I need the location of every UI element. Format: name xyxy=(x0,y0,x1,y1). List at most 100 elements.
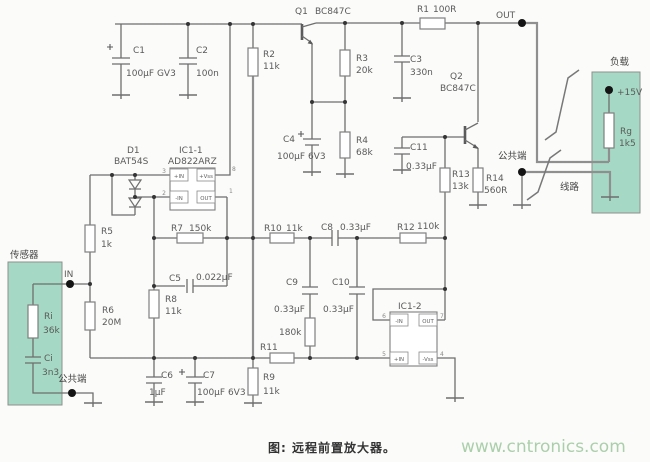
r8-ref: R8 xyxy=(165,295,177,305)
c7-value: 100μF 6V3 xyxy=(197,388,246,398)
ic1-2-pin-vss: -Vss xyxy=(423,357,434,363)
ic1-2-pin-plus-in: +IN xyxy=(394,357,404,363)
resistor-180k xyxy=(304,317,316,347)
ic1-1-pin-minus-in: -IN xyxy=(175,196,183,202)
ic1-1-pin8-number: 8 xyxy=(232,166,236,173)
resistor-r11 xyxy=(269,352,295,364)
terminals xyxy=(66,19,613,397)
transistor-q1 xyxy=(300,22,317,45)
c9-value: 0.33μF xyxy=(274,305,305,315)
sensor-box-label: 传感器 xyxy=(10,249,39,261)
d1-ref: D1 xyxy=(127,146,140,156)
c11-ref: C11 xyxy=(410,143,428,153)
ic1-1-pin1-number: 1 xyxy=(229,188,233,195)
r13-value: 13k xyxy=(452,182,469,192)
in-terminal xyxy=(66,280,74,288)
resistor-r12 xyxy=(399,232,427,244)
common-right-terminal xyxy=(518,168,526,176)
r7-ref: R7 xyxy=(171,224,183,234)
line-label: 线路 xyxy=(560,181,580,193)
r12-value: 110k xyxy=(417,222,440,232)
resistor-r10 xyxy=(269,232,295,244)
ic1-2-ref: IC1-2 xyxy=(398,302,422,312)
resistor-r9 xyxy=(247,367,259,396)
r3-value: 20k xyxy=(356,66,373,76)
r180k-label: 180k xyxy=(279,328,302,338)
r5-ref: R5 xyxy=(101,227,113,237)
r9-ref: R9 xyxy=(263,373,275,383)
c1-value: 100μF GV3 xyxy=(126,69,176,79)
ri-value: 36k xyxy=(43,326,60,336)
d1-part: BAT54S xyxy=(114,157,149,167)
r6-value: 20M xyxy=(102,318,121,328)
r10-ref: R10 xyxy=(264,224,282,234)
load-box xyxy=(591,71,641,214)
rg-value: 1k5 xyxy=(619,139,636,149)
ic1-2-pin7-number: 7 xyxy=(440,313,444,320)
r4-ref: R4 xyxy=(356,136,368,146)
resistor-r7 xyxy=(176,232,204,244)
c7-ref: C7 xyxy=(203,371,215,381)
q2-part: BC847C xyxy=(440,84,476,94)
watermark: www.cntronics.com xyxy=(461,437,626,457)
ic1-1-part: AD822ARZ xyxy=(168,157,217,167)
ic1-2-pin4-number: 4 xyxy=(440,351,444,358)
c5-value: 0.022μF xyxy=(196,273,233,283)
c8-ref: C8 xyxy=(321,223,333,233)
resistor-r13 xyxy=(439,167,451,193)
q1-ref: Q1 xyxy=(295,7,308,17)
c2-ref: C2 xyxy=(196,46,208,56)
c8-value: 0.33μF xyxy=(340,223,371,233)
r8-value: 11k xyxy=(165,307,182,317)
component-labels: C1 100μF GV3 C2 100n R2 11k Q1 BC847C R1… xyxy=(42,5,636,398)
c6-ref: C6 xyxy=(161,371,173,381)
resistor-r4 xyxy=(339,131,351,159)
ci-ref: Ci xyxy=(44,354,53,364)
rg-ref: Rg xyxy=(620,127,632,137)
cable-break-mark-2 xyxy=(526,149,562,201)
terminal-labels: 传感器 负载 IN 公共端 公共端 +15V 线路 xyxy=(10,56,643,385)
r14-value: 560R xyxy=(484,186,507,196)
r1-value: 100R xyxy=(433,5,456,15)
wire-segments xyxy=(25,22,610,403)
c4-value: 100μF 6V3 xyxy=(277,152,326,162)
r7-value: 150k xyxy=(189,224,212,234)
resistor-r3 xyxy=(339,49,351,77)
r10-value: 11k xyxy=(286,224,303,234)
ic1-2-pin6-number: 6 xyxy=(382,313,386,320)
common-left-terminal xyxy=(68,389,76,397)
out-label: OUT xyxy=(496,11,516,21)
r2-ref: R2 xyxy=(263,50,275,60)
ic1-2-opamp: -IN +IN OUT -Vss 6 5 7 4 xyxy=(382,311,444,367)
c3-value: 330n xyxy=(410,68,433,78)
ri-ref: Ri xyxy=(44,312,53,322)
common-left-label: 公共端 xyxy=(58,373,87,385)
resistor-r8 xyxy=(148,289,160,319)
resistor-rg xyxy=(603,112,615,149)
r5-value: 1k xyxy=(101,240,113,250)
r11-ref: R11 xyxy=(260,343,278,353)
ic1-1-pin-plus-in: +IN xyxy=(174,174,184,180)
c1-ref: C1 xyxy=(133,46,145,56)
c2-value: 100n xyxy=(196,69,219,79)
r1-ref: R1 xyxy=(417,5,429,15)
r12-ref: R12 xyxy=(397,223,415,233)
resistor-r1 xyxy=(419,17,446,30)
c4-ref: C4 xyxy=(283,135,295,145)
r2-value: 11k xyxy=(263,62,280,72)
ic1-2-pin5-number: 5 xyxy=(382,351,386,358)
ic1-2-pin-minus-in: -IN xyxy=(395,319,403,325)
r4-value: 68k xyxy=(356,148,373,158)
junction-dots xyxy=(88,21,480,360)
ic1-1-pin2-number: 2 xyxy=(162,190,166,197)
c9-ref: C9 xyxy=(286,278,298,288)
resistor-ri xyxy=(27,304,39,339)
plus15v-terminal xyxy=(605,86,613,94)
resistor-r14 xyxy=(472,167,484,193)
ground-symbols xyxy=(84,94,619,407)
ic1-2-pin-out: OUT xyxy=(422,319,434,325)
ic1-1-pin3-number: 3 xyxy=(162,168,166,175)
c5-ref: C5 xyxy=(169,274,181,284)
